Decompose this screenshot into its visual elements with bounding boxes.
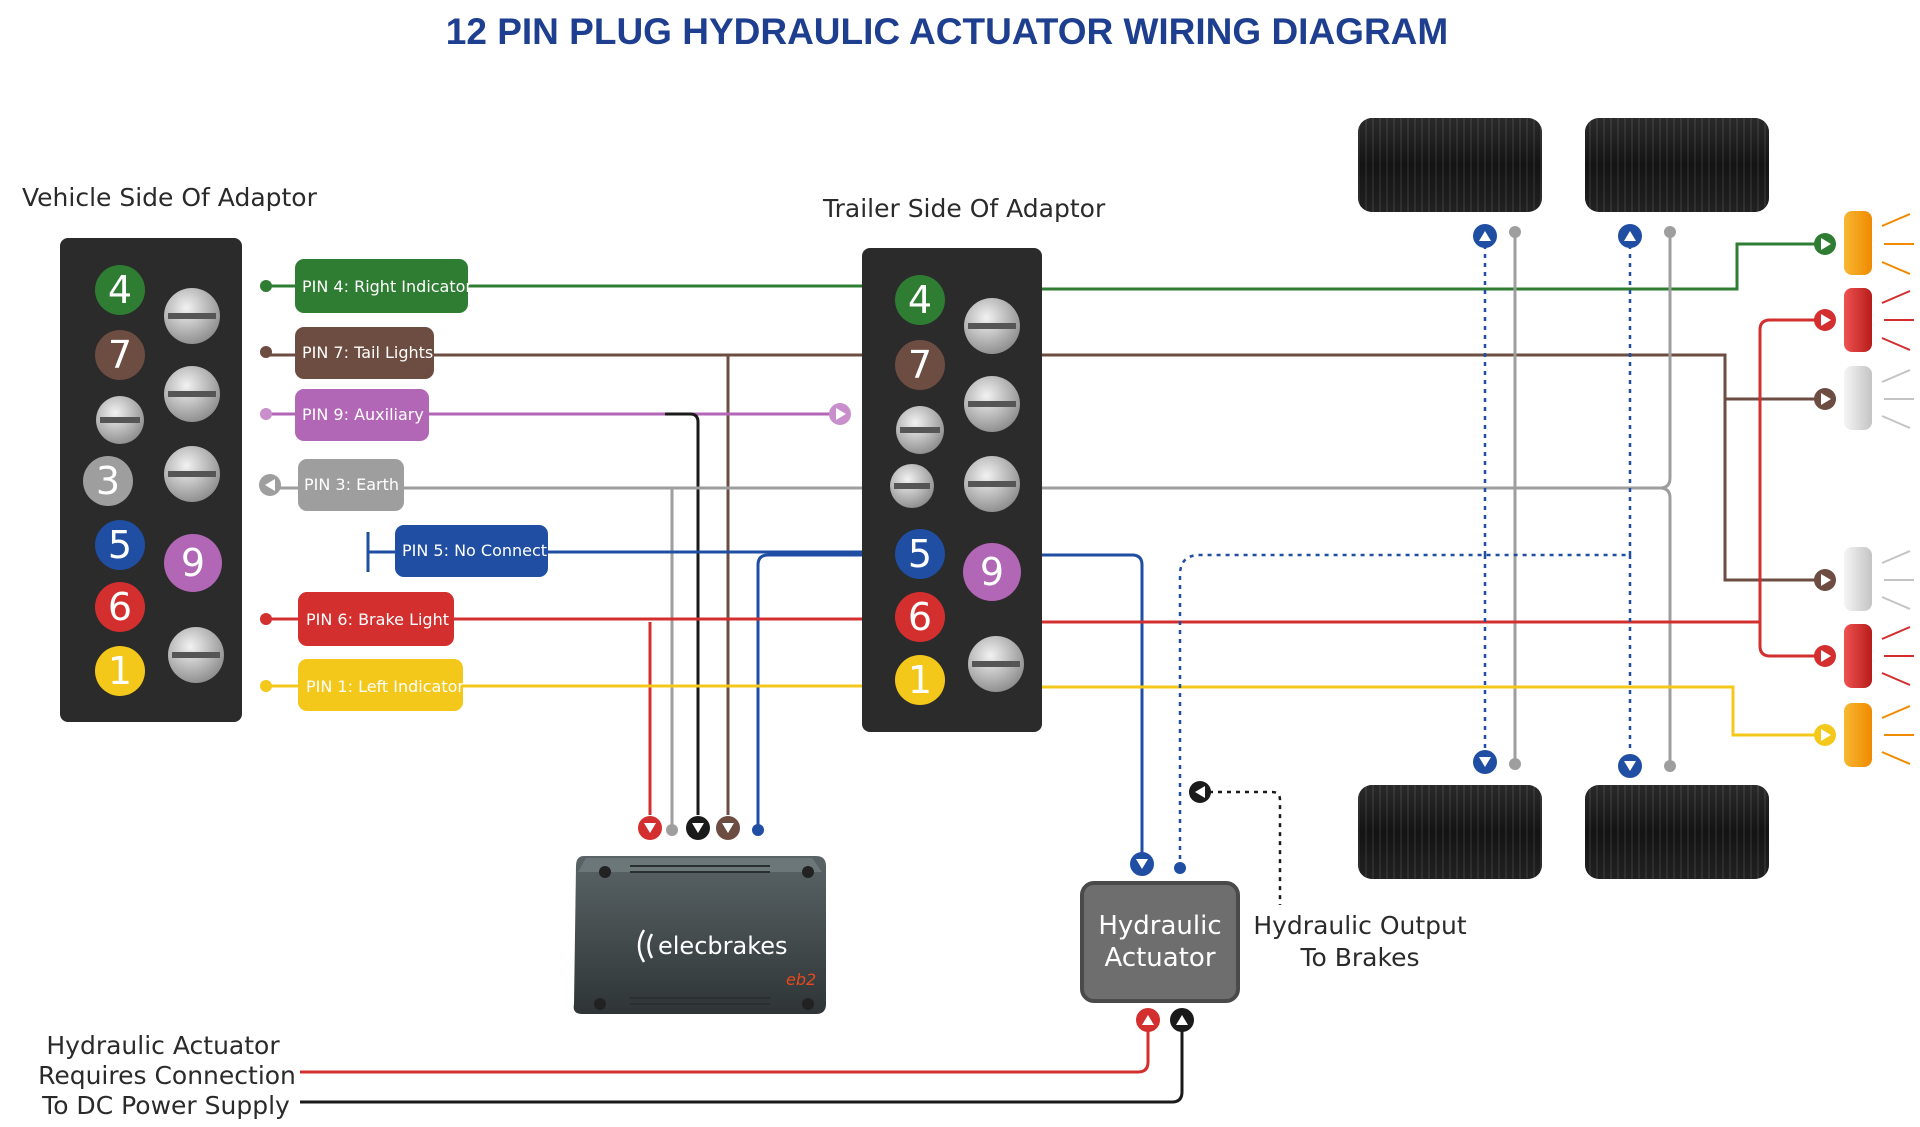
trailer-pin-9-number: 9	[980, 550, 1004, 594]
tires	[1358, 118, 1769, 879]
wheel-terminals	[1473, 224, 1676, 778]
trailer-pin-7	[895, 340, 945, 390]
vehicle-pin-9	[164, 534, 222, 592]
vehicle-pin-6-number: 6	[108, 585, 132, 629]
lamps	[1814, 211, 1914, 767]
actuator-label-line2: Actuator	[1104, 943, 1215, 973]
vehicle-pin-4	[95, 265, 145, 315]
left-brake-lamp-icon	[1814, 624, 1914, 688]
right-brake-lamp-icon	[1814, 288, 1914, 352]
vehicle-screw-sockets	[164, 288, 224, 683]
pin-label-7: PIN 7: Tail Lights	[302, 343, 433, 362]
pin-label-6: PIN 6: Brake Light	[306, 610, 449, 629]
signal-icon	[637, 929, 654, 963]
left-tail-lamp-icon	[1814, 547, 1914, 611]
trailer-pin-4	[895, 275, 945, 325]
pin-labels: PIN 4: Right Indicator PIN 7: Tail Light…	[259, 259, 851, 711]
pin-label-box-5	[395, 525, 548, 577]
trailer-side-label: Trailer Side Of Adaptor	[822, 194, 1106, 223]
brake-controller-icon: elecbrakes eb2	[573, 856, 826, 1014]
power-note-line3: To DC Power Supply	[41, 1091, 290, 1120]
pin-label-4: PIN 4: Right Indicator	[302, 277, 472, 296]
controller-terminals	[638, 816, 764, 840]
pin-label-3: PIN 3: Earth	[304, 475, 399, 494]
trailer-pin-6-number: 6	[908, 595, 932, 639]
trailer-pin-1	[895, 655, 945, 705]
pin-label-box-6	[298, 592, 454, 646]
tire-icon	[1358, 785, 1542, 879]
trailer-screw-sockets	[964, 298, 1024, 692]
actuator-label-line1: Hydraulic	[1098, 911, 1221, 941]
pin-label-9: PIN 9: Auxiliary	[302, 405, 424, 424]
trailer-pin-9	[963, 543, 1021, 601]
left-indicator-lamp-icon	[1814, 703, 1914, 767]
vehicle-side-label: Vehicle Side Of Adaptor	[22, 183, 318, 212]
wire-pin7-trailer	[1040, 353, 1815, 582]
hydraulic-lines	[1178, 236, 1632, 905]
wire-black-controller	[665, 412, 700, 815]
wires	[266, 232, 1815, 1104]
hydraulic-output-line2: To Brakes	[1299, 943, 1419, 972]
wire-pin5-to-controller	[756, 553, 865, 828]
controller-brand: elecbrakes	[658, 932, 788, 960]
page-title: 12 PIN PLUG HYDRAULIC ACTUATOR WIRING DI…	[446, 11, 1448, 52]
right-indicator-lamp-icon	[1814, 211, 1914, 275]
pin-label-box-1	[298, 659, 463, 711]
trailer-pin-5-number: 5	[908, 532, 932, 576]
power-note-line2: Requires Connection	[38, 1061, 296, 1090]
trailer-pin-6	[895, 592, 945, 642]
tire-icon	[1358, 118, 1542, 212]
tire-icon	[1585, 118, 1769, 212]
trailer-connector: 4 7 5 6 1 9	[862, 248, 1042, 732]
wire-pin5-to-actuator	[1040, 553, 1144, 855]
vehicle-pin-9-number: 9	[181, 541, 205, 585]
wire-pin3-trailer	[1040, 232, 1672, 764]
controller-model: eb2	[786, 970, 816, 989]
hydraulic-line-main	[1178, 236, 1632, 868]
vehicle-pin-4-number: 4	[108, 268, 132, 312]
vehicle-pin-7	[95, 330, 145, 380]
wire-pin1-trailer	[1040, 685, 1815, 737]
pin-label-box-9	[295, 389, 429, 441]
trailer-pin-7-number: 7	[908, 343, 932, 387]
trailer-pin-4-number: 4	[908, 278, 932, 322]
pin-label-box-7	[295, 327, 434, 379]
vehicle-pin-5	[95, 520, 145, 570]
hydraulic-actuator: Hydraulic Actuator	[1080, 781, 1240, 1032]
vehicle-connector: 4 7 3 5 6 1 9	[60, 238, 242, 722]
wire-pin6-trailer	[1040, 318, 1815, 658]
wire-power-red	[300, 1020, 1150, 1074]
vehicle-pin-1	[95, 646, 145, 696]
pin-label-box-3	[298, 459, 404, 511]
vehicle-pin-7-number: 7	[108, 333, 132, 377]
hydraulic-output-pointer	[1200, 790, 1282, 905]
vehicle-pin-3-number: 3	[96, 459, 120, 503]
vehicle-pin-6	[95, 582, 145, 632]
trailer-pin-1-number: 1	[908, 658, 932, 702]
vehicle-pin-1-number: 1	[108, 649, 132, 693]
vehicle-pin-5-number: 5	[108, 523, 132, 567]
pin-label-box-4	[295, 259, 468, 313]
pin-label-5: PIN 5: No Connect	[402, 541, 547, 560]
tire-icon	[1585, 785, 1769, 879]
hydraulic-output-line1: Hydraulic Output	[1253, 911, 1467, 940]
pin-label-1: PIN 1: Left Indicator	[306, 677, 464, 696]
wire-power-black	[300, 1020, 1184, 1104]
wire-pin4-trailer	[1040, 242, 1815, 291]
vehicle-pin-3	[83, 456, 133, 506]
trailer-pin-5	[895, 529, 945, 579]
power-note-line1: Hydraulic Actuator	[46, 1031, 280, 1060]
right-tail-lamp-icon	[1814, 366, 1914, 430]
